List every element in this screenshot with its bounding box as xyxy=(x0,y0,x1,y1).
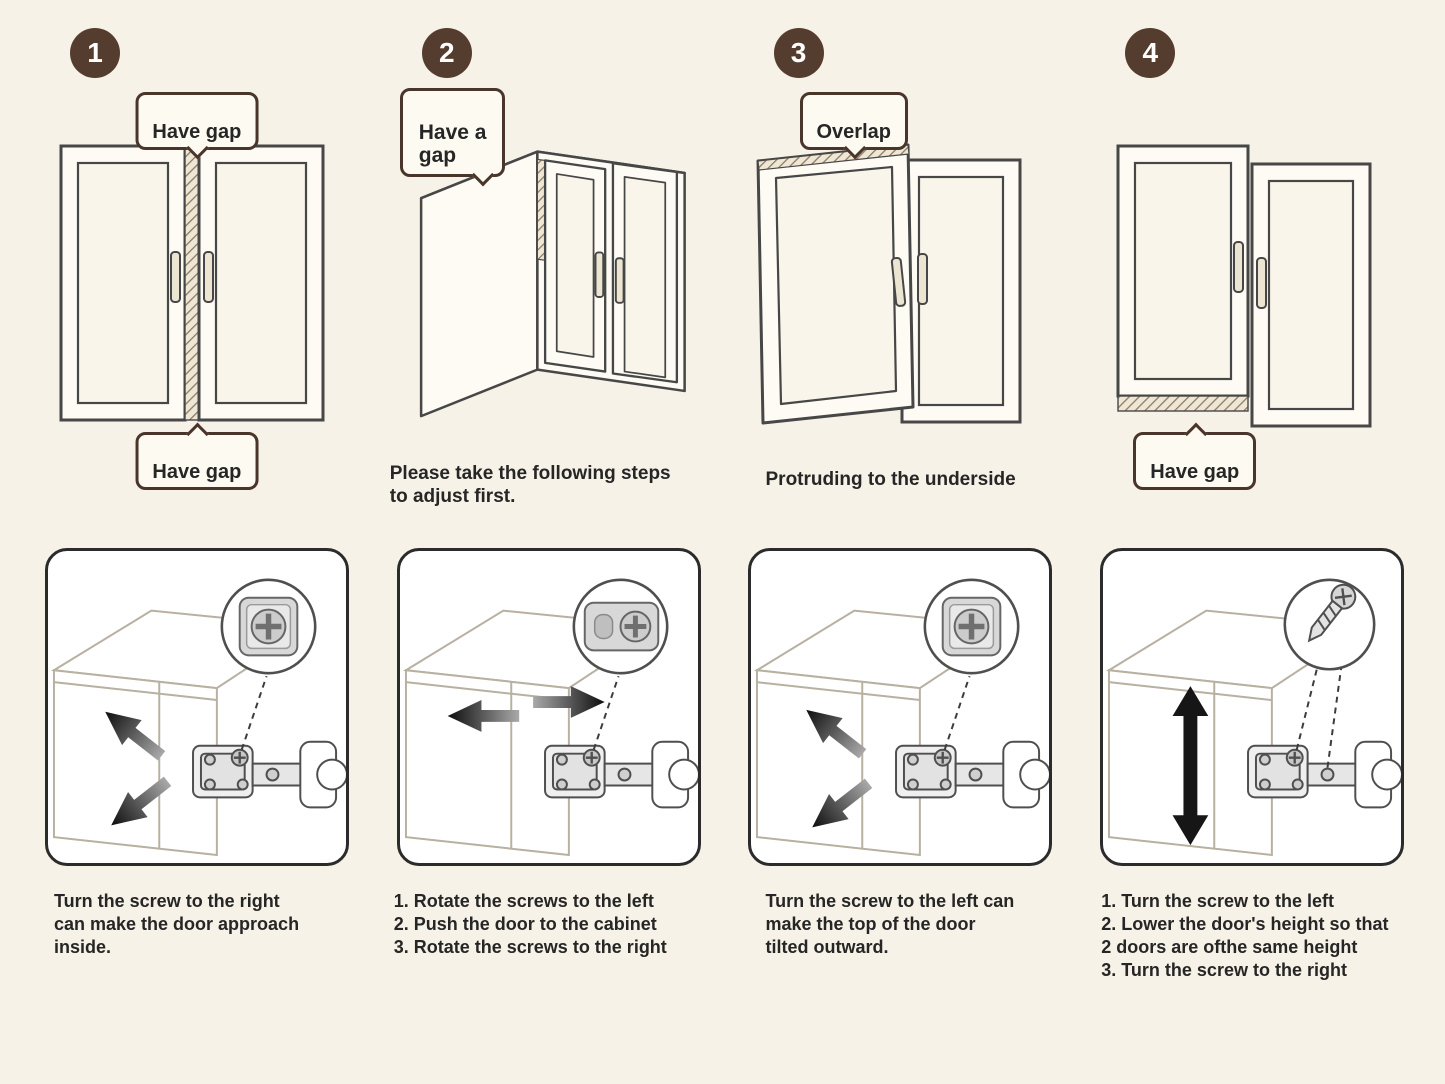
gap-hatch xyxy=(1117,395,1249,412)
tilted-left-door xyxy=(756,143,915,425)
magnifier-screw-detail xyxy=(572,578,669,675)
tilted-door-overlap-drawing xyxy=(756,143,1022,425)
phillips-cross-icon xyxy=(958,613,985,640)
gap-hatch xyxy=(184,145,200,421)
hinge-horizontal-adjust-diagram xyxy=(402,578,698,857)
cabinet-illustration-3: Overlap xyxy=(738,92,1064,442)
double-doors-middle-gap-drawing xyxy=(59,144,325,422)
adjust-arrow-vertical-icon xyxy=(1172,686,1209,846)
hinge xyxy=(1247,740,1402,809)
hinge-vertical-adjust-diagram xyxy=(1106,578,1402,857)
hinge xyxy=(895,740,1050,809)
zoom-leader-line xyxy=(1295,666,1319,750)
step-3-column: 3 Overlap Protruding to the und xyxy=(738,26,1064,1066)
zoom-leader-line xyxy=(240,675,268,751)
hinge-diagonal-adjust-diagram xyxy=(50,578,346,857)
wood-screw-icon xyxy=(1307,583,1357,643)
callout-label: Have gap xyxy=(152,461,242,483)
hinge xyxy=(543,740,698,809)
caption-3: Protruding to the underside xyxy=(765,469,1016,490)
adjust-arrow-down-left-icon xyxy=(812,778,873,828)
adjust-arrow-down-left-icon xyxy=(111,776,172,826)
door-handle-icon xyxy=(1233,241,1268,309)
step-4-column: 4 Have gap xyxy=(1089,26,1415,1066)
callout-have-a-gap: Have a gap xyxy=(399,88,506,178)
adjust-arrow-up-left-icon xyxy=(806,709,867,759)
door-handle-icon xyxy=(917,253,929,305)
right-door xyxy=(197,144,325,422)
magnifier-screw-detail xyxy=(923,578,1020,675)
hinge-panel-4 xyxy=(1100,548,1405,866)
adjust-slot xyxy=(593,613,613,640)
step-number: 2 xyxy=(438,37,455,68)
phillips-cross-icon xyxy=(255,613,282,640)
hinge-panel-3 xyxy=(748,548,1053,866)
left-door xyxy=(59,144,187,422)
step-2-column: 2 Have a gap xyxy=(386,26,712,1066)
magnifier-screw-detail xyxy=(1283,578,1376,671)
door-handle-icon xyxy=(169,251,214,303)
hinge-panel-1 xyxy=(44,548,349,866)
step-number: 4 xyxy=(1142,37,1159,68)
callout-label: Have a gap xyxy=(418,121,487,168)
step-number-badge: 3 xyxy=(773,28,824,78)
zoom-leader-line xyxy=(1326,666,1343,768)
hinge-diagonal-adjust-diagram xyxy=(754,578,1050,857)
cabinet-illustration-4: Have gap xyxy=(1089,92,1415,490)
callout-label: Have gap xyxy=(152,121,242,143)
step-number: 3 xyxy=(790,37,807,68)
adjust-arrow-left-icon xyxy=(447,700,519,732)
callout-label: Overlap xyxy=(816,121,891,143)
door-handle-icon xyxy=(891,256,907,307)
instructions-1: Turn the screw to the right can make the… xyxy=(54,891,300,958)
step-number-badge: 4 xyxy=(1125,28,1176,78)
hinge-panel-2 xyxy=(396,548,701,866)
step-number-badge: 1 xyxy=(70,28,120,78)
cabinet-illustration-2: Have a gap xyxy=(386,88,712,442)
cabinet-illustration-1: Have gap Have gap xyxy=(34,92,360,490)
magnifier-screw-detail xyxy=(220,578,317,675)
instructions-4: 1. Turn the screw to the left 2. Lower t… xyxy=(1101,891,1389,981)
adjust-arrow-up-left-icon xyxy=(105,711,166,761)
instructions-2: 1. Rotate the screws to the left 2. Push… xyxy=(393,891,667,958)
zoom-leader-line xyxy=(944,675,971,751)
step-1-column: 1 Have gap xyxy=(34,26,360,1066)
right-door xyxy=(1250,162,1372,428)
step-number: 1 xyxy=(87,37,103,68)
left-door xyxy=(1116,144,1250,398)
phillips-cross-icon xyxy=(624,615,646,638)
adjust-arrow-right-icon xyxy=(532,686,605,718)
caption-2: Please take the following steps to adjus… xyxy=(389,463,671,508)
hinge xyxy=(191,740,346,809)
right-door xyxy=(900,158,1022,424)
zoom-leader-line xyxy=(592,675,620,751)
left-door xyxy=(543,159,606,373)
door-handle-icon xyxy=(594,251,625,304)
callout-have-gap-top: Have gap xyxy=(135,92,259,150)
cabinet-3d-drawing xyxy=(419,150,686,418)
callout-have-gap-bottom: Have gap xyxy=(135,432,259,490)
callout-label: Have gap xyxy=(1150,461,1240,483)
doors-height-gap-drawing xyxy=(1116,144,1372,428)
right-door xyxy=(611,162,678,384)
instructions-3: Turn the screw to the left can make the … xyxy=(765,891,1015,958)
step-number-badge: 2 xyxy=(421,28,472,78)
callout-have-gap-bottom: Have gap xyxy=(1133,432,1257,490)
callout-overlap: Overlap xyxy=(799,92,908,150)
